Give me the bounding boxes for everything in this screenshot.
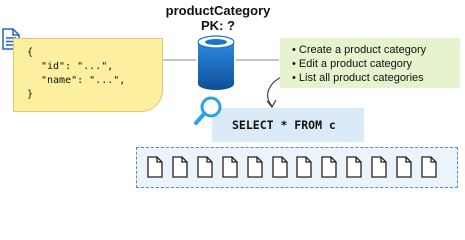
item-document-icon xyxy=(421,156,437,178)
operation-item: • List all product categories xyxy=(292,72,424,84)
json-line-name: "name": "...", xyxy=(41,75,126,86)
json-document-note: { "id": "...", "name": "...", } xyxy=(13,38,163,112)
connector-lines xyxy=(163,59,288,108)
item-collection xyxy=(136,147,458,188)
json-line-id: "id": "...", xyxy=(41,61,114,72)
operations-list: • Create a product category • Edit a pro… xyxy=(280,38,460,88)
item-document-icon xyxy=(197,156,213,178)
database-icon xyxy=(197,35,235,90)
search-icon xyxy=(194,96,222,125)
json-line-open: { xyxy=(27,47,34,58)
item-document-icon xyxy=(172,156,188,178)
item-document-icon xyxy=(147,156,163,178)
item-document-icon xyxy=(321,156,337,178)
item-document-icon xyxy=(346,156,362,178)
item-document-icon xyxy=(296,156,313,178)
operation-item: • Edit a product category xyxy=(292,58,413,70)
item-document-icon xyxy=(222,156,238,178)
item-document-icon xyxy=(246,156,263,178)
item-document-icon xyxy=(371,156,387,178)
container-name: productCategory xyxy=(165,3,271,18)
query-text: SELECT * FROM c xyxy=(232,118,336,132)
item-document-icon xyxy=(271,156,288,178)
partition-key-label: PK: ? xyxy=(201,18,235,33)
operation-item: • Create a product category xyxy=(292,44,427,56)
json-line-close: } xyxy=(27,89,34,100)
query-box: SELECT * FROM c xyxy=(212,108,364,142)
item-document-icon xyxy=(396,156,412,178)
